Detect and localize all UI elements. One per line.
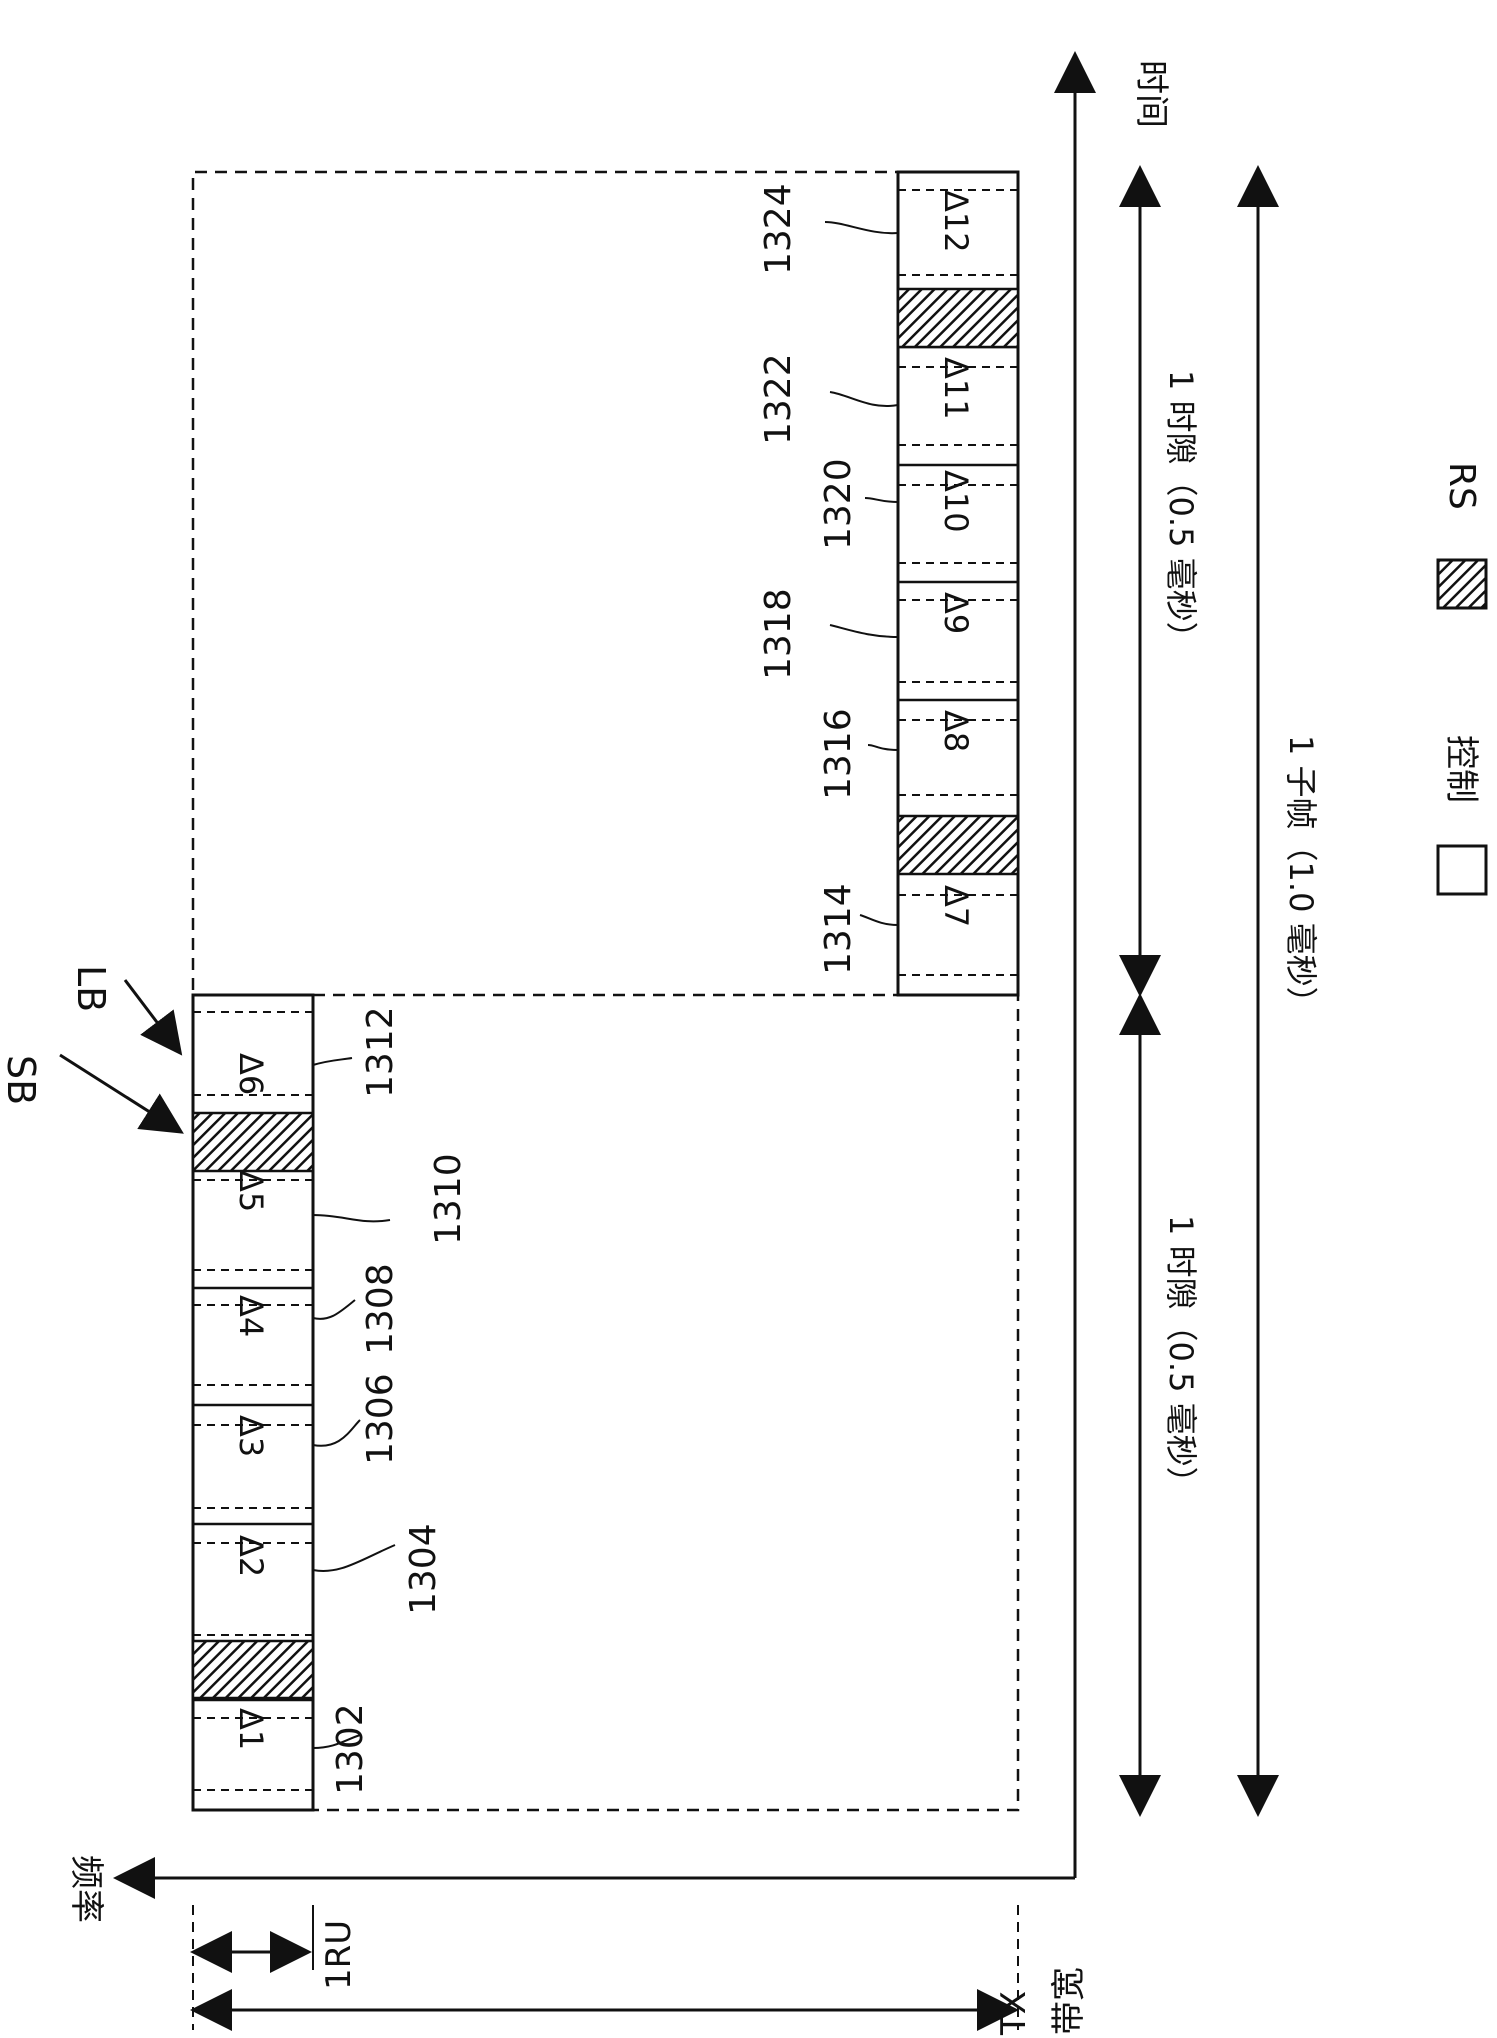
legend-control-label: 控制	[1441, 735, 1481, 803]
time-axis-label: 时间	[1131, 60, 1171, 128]
delta-7: Δ7	[937, 885, 975, 927]
rs-block-slot2-b	[898, 289, 1018, 347]
legend-rs-swatch	[1438, 560, 1486, 608]
ru-label: 1RU	[319, 1920, 359, 1990]
lb-label: LB	[69, 965, 113, 1012]
sb-label: SB	[0, 1055, 43, 1105]
allocation-outline	[193, 172, 1018, 1810]
ref-1306: 1306	[360, 1373, 401, 1465]
lb-arrow	[125, 980, 178, 1050]
tx-bandwidth-label-bw: 带宽	[1049, 1967, 1089, 2035]
subframe-span-label: 1 子帧（1.0 毫秒）	[1282, 735, 1320, 1019]
delta-8: Δ8	[937, 710, 975, 752]
delta-1: Δ1	[232, 1708, 270, 1750]
ref-1302: 1302	[330, 1703, 371, 1795]
rs-block-slot1-b	[193, 1113, 313, 1171]
delta-12: Δ12	[937, 190, 975, 253]
ref-1304: 1304	[403, 1523, 444, 1615]
slot1-strip	[193, 995, 313, 1810]
delta-10: Δ10	[937, 470, 975, 533]
ref-1320: 1320	[818, 458, 859, 550]
delta-5: Δ5	[232, 1170, 270, 1212]
ref-1310: 1310	[428, 1153, 469, 1245]
delta-2: Δ2	[232, 1535, 270, 1577]
legend-control-swatch	[1438, 846, 1486, 894]
delta-9: Δ9	[937, 592, 975, 634]
slot1-span-label: 1 时隙（0.5 毫秒）	[1162, 1215, 1200, 1499]
frequency-axis-label: 频率	[66, 1855, 106, 1923]
legend-rs-label: RS	[1441, 462, 1482, 510]
ref-1312: 1312	[360, 1006, 401, 1098]
delta-4: Δ4	[232, 1295, 270, 1337]
delta-3: Δ3	[232, 1415, 270, 1457]
slot2-strip	[898, 172, 1018, 995]
ref-1308: 1308	[360, 1263, 401, 1355]
delta-11: Δ11	[937, 357, 975, 420]
ref-1318: 1318	[758, 588, 799, 680]
sb-arrow	[60, 1055, 178, 1130]
ref-1324: 1324	[758, 183, 799, 275]
ref-1316: 1316	[818, 708, 859, 800]
rs-block-slot2-a	[898, 816, 1018, 874]
slot2-span-label: 1 时隙（0.5 毫秒）	[1162, 370, 1200, 654]
delta-6: Δ6	[232, 1053, 270, 1095]
tx-bandwidth-label-tx: TX	[994, 1991, 1034, 2036]
rs-block-slot1-a	[193, 1641, 313, 1698]
ref-1314: 1314	[818, 883, 859, 975]
ref-1322: 1322	[758, 353, 799, 445]
